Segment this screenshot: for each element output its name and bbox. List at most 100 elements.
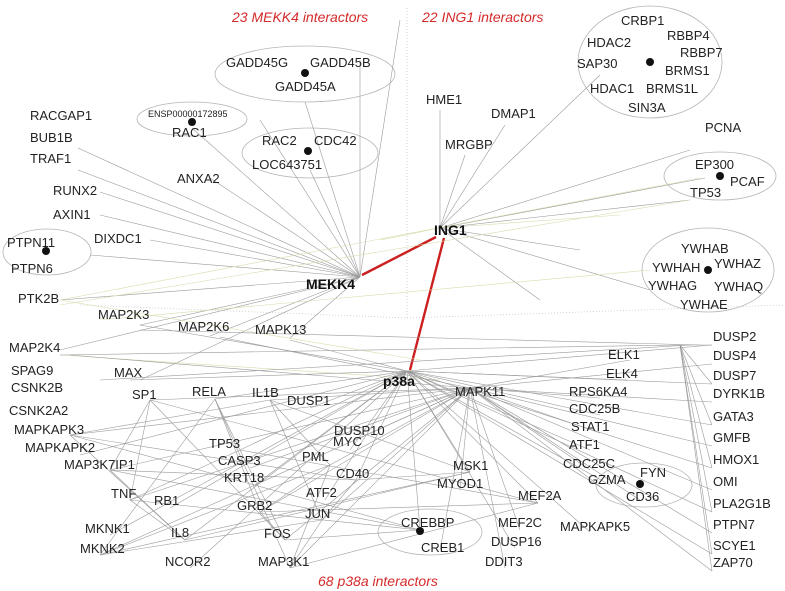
node-ep300: EP300 bbox=[695, 157, 734, 172]
edge bbox=[239, 370, 408, 451]
node-pla2g1b: PLA2G1B bbox=[713, 496, 771, 511]
node-myod1: MYOD1 bbox=[437, 476, 483, 491]
edge bbox=[469, 387, 601, 399]
edge bbox=[355, 471, 471, 481]
edge bbox=[679, 344, 713, 469]
node-map2k6: MAP2K6 bbox=[178, 319, 229, 334]
node-mknk1: MKNK1 bbox=[85, 521, 130, 536]
node-crbp1: CRBP1 bbox=[621, 13, 664, 28]
edge bbox=[406, 370, 516, 549]
node-dyrk1b: DYRK1B bbox=[713, 386, 765, 401]
node-casp3: CASP3 bbox=[218, 453, 261, 468]
group-dot-rac1 bbox=[188, 118, 196, 126]
edge bbox=[259, 502, 539, 513]
node-mapkapk5: MAPKAPK5 bbox=[560, 519, 630, 534]
node-ddit3: DDIT3 bbox=[485, 554, 523, 569]
hub-p38a: p38a bbox=[383, 373, 415, 389]
edge bbox=[191, 127, 361, 278]
edge bbox=[284, 529, 421, 541]
edge bbox=[129, 370, 408, 381]
edge bbox=[184, 370, 408, 541]
node-ywhag: YWHAG bbox=[648, 278, 697, 293]
node-dusp7: DUSP7 bbox=[713, 368, 756, 383]
edge bbox=[239, 449, 539, 504]
edge bbox=[99, 464, 331, 556]
edge bbox=[109, 469, 357, 481]
edge bbox=[406, 370, 601, 416]
node-crebbp: CREBBP bbox=[401, 515, 454, 530]
node-ncor2: NCOR2 bbox=[165, 554, 211, 569]
edge bbox=[289, 339, 408, 372]
node-mapk13: MAPK13 bbox=[255, 322, 306, 337]
edge bbox=[59, 199, 691, 306]
node-gata3: GATA3 bbox=[713, 409, 754, 424]
node-gadd45b: GADD45B bbox=[310, 55, 371, 70]
edge bbox=[324, 370, 408, 501]
node-racgap1: RACGAP1 bbox=[30, 108, 92, 123]
edge bbox=[59, 177, 701, 301]
edge bbox=[209, 177, 361, 278]
edge bbox=[99, 471, 471, 556]
header-mekk4: 23 MEKK4 interactors bbox=[231, 9, 368, 25]
edge bbox=[679, 344, 713, 555]
edge bbox=[99, 398, 216, 556]
node-krt18: KRT18 bbox=[224, 470, 264, 485]
node-elk1: ELK1 bbox=[608, 347, 640, 362]
node-max: MAX bbox=[114, 365, 143, 380]
edge bbox=[69, 434, 421, 531]
edge bbox=[99, 214, 361, 278]
edge bbox=[214, 398, 261, 513]
group-ptpn bbox=[2, 228, 92, 276]
edge bbox=[69, 354, 471, 389]
edge bbox=[459, 387, 471, 491]
node-tnf: TNF bbox=[111, 486, 136, 501]
group-ywha bbox=[641, 227, 775, 313]
edge bbox=[406, 370, 421, 531]
node-dusp2: DUSP2 bbox=[713, 329, 756, 344]
node-csnk2b: CSNK2B bbox=[11, 380, 63, 395]
node-bub1b: BUB1B bbox=[30, 130, 73, 145]
node-fos: FOS bbox=[264, 526, 291, 541]
node-loc643751: LOC643751 bbox=[252, 157, 322, 172]
edge bbox=[309, 370, 408, 409]
edge bbox=[349, 370, 408, 451]
node-ywhah: YWHAH bbox=[652, 260, 700, 275]
node-tp53: TP53 bbox=[209, 436, 240, 451]
edge bbox=[469, 387, 506, 569]
edge bbox=[79, 370, 408, 456]
node-hme1: HME1 bbox=[426, 92, 462, 107]
edge bbox=[99, 519, 323, 556]
node-ptk2b: PTK2B bbox=[18, 291, 59, 306]
edge bbox=[259, 119, 361, 278]
group-fyn bbox=[595, 462, 693, 508]
edge bbox=[99, 387, 471, 556]
edge bbox=[469, 387, 713, 534]
edge bbox=[149, 399, 539, 504]
edge bbox=[439, 227, 541, 301]
edge bbox=[406, 370, 611, 486]
node-dixdc1: DIXDC1 bbox=[94, 231, 142, 246]
edge bbox=[259, 387, 471, 513]
edge bbox=[99, 191, 361, 278]
edge bbox=[149, 399, 286, 541]
edge bbox=[77, 169, 361, 278]
node-rac1: RAC1 bbox=[172, 125, 207, 140]
node-runx2: RUNX2 bbox=[53, 183, 97, 198]
edge bbox=[469, 387, 713, 572]
edge bbox=[469, 359, 631, 389]
edge bbox=[406, 370, 713, 469]
edge bbox=[129, 387, 471, 501]
edge bbox=[309, 169, 361, 278]
node-scye1: SCYE1 bbox=[713, 538, 756, 553]
node-rps6ka4: RPS6KA4 bbox=[569, 384, 628, 399]
node-cdc42: CDC42 bbox=[314, 133, 357, 148]
edge bbox=[304, 101, 361, 278]
edge bbox=[284, 387, 471, 541]
edge bbox=[406, 370, 591, 451]
hub-mekk4: MEKK4 bbox=[306, 276, 355, 292]
header-p38a: 68 p38a interactors bbox=[318, 573, 438, 589]
edge bbox=[139, 276, 361, 326]
node-ywhae: YWHAE bbox=[680, 297, 728, 312]
node-mknk2: MKNK2 bbox=[80, 541, 125, 556]
